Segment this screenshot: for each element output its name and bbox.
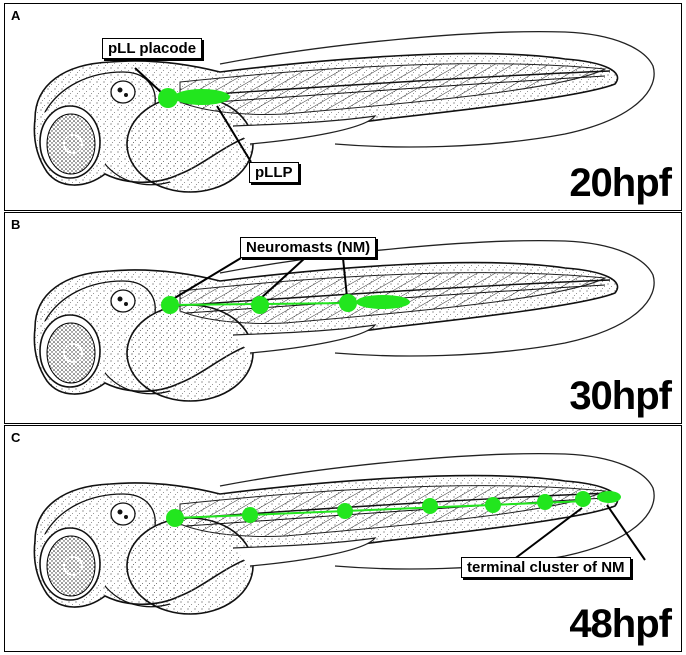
terminal-pointer-1 [512,507,583,561]
neuromast-pointer-3 [342,257,348,298]
panel-c: C terminal cluster of NM 48hpf [4,425,682,652]
terminal-pointer-2 [606,504,646,561]
stage-label-20hpf: 20hpf [569,161,672,205]
terminal-cluster-label: terminal cluster of NM [461,557,631,578]
neuromast-2 [251,296,269,314]
pll-placode-marker [158,88,178,108]
panel-letter-c: C [11,430,21,445]
placode-pointer [134,67,164,95]
neuromast-2 [242,507,258,523]
neuromast-1 [166,509,184,527]
neuromast-pointer-2 [259,257,306,300]
pllp-label: pLLP [249,162,299,183]
larva-drawing [33,452,655,615]
neuromast-3 [337,503,353,519]
panel-letter-b: B [11,217,21,232]
neuromast-pointer-1 [172,257,242,300]
panel-a: A pLL placode pLLP 20hpf [4,3,682,211]
primordium-marker [356,295,410,309]
pll-placode-label: pLL placode [102,38,203,59]
neuromast-7 [575,491,591,507]
larva-48hpf-illustration [33,452,655,615]
stage-label-48hpf: 48hpf [569,602,672,646]
stage-label-30hpf: 30hpf [569,374,672,418]
neuromast-4 [422,498,438,514]
neuromast-8 [597,491,621,503]
panel-b: B Neuromasts (NM) 30hpf [4,212,682,424]
pllp-pointer [216,105,252,163]
neuromasts-label: Neuromasts (NM) [240,237,377,258]
neuromast-3 [339,294,357,312]
neuromast-5 [485,497,501,513]
larva-30hpf-illustration [33,239,655,402]
neuromast-6 [537,494,553,510]
panel-letter-a: A [11,8,21,23]
neuromast-1 [161,296,179,314]
pllp-marker [174,89,230,105]
larva-20hpf-illustration [33,30,655,193]
